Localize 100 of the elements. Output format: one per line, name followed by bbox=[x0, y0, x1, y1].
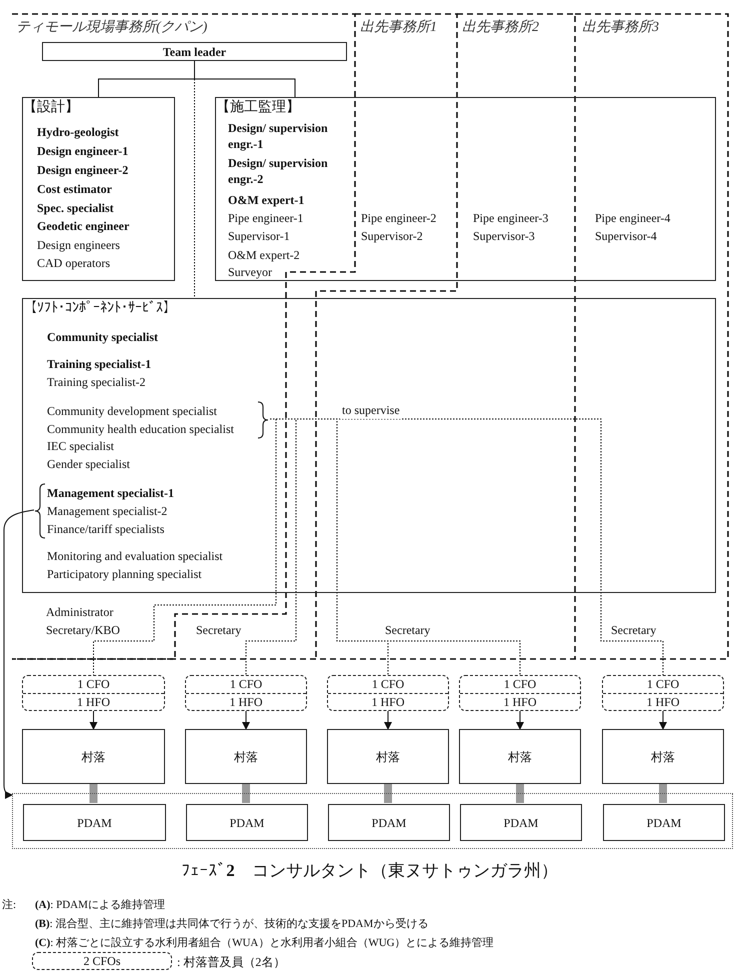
section-heading: 【ｿﾌﾄ･ｺﾝﾎﾟｰﾈﾝﾄ･ｻｰﾋﾞｽ】 bbox=[23, 301, 177, 317]
role-label: Spec. specialist bbox=[37, 200, 114, 216]
officer-count: 1 CFO bbox=[603, 676, 723, 694]
role-label: Secretary/KBO bbox=[46, 622, 120, 639]
role-label: Pipe engineer-4 bbox=[595, 210, 670, 226]
officer-count: 1 CFO bbox=[328, 676, 448, 694]
arrow bbox=[384, 710, 392, 730]
role-label: Supervisor-1 bbox=[228, 228, 290, 244]
group-frame bbox=[12, 793, 733, 849]
note-text: 注: bbox=[2, 898, 16, 913]
section-box bbox=[215, 97, 716, 281]
role-label: Finance/tariff specialists bbox=[47, 521, 164, 537]
officer-count: 1 HFO bbox=[228, 694, 264, 710]
village-box bbox=[327, 729, 449, 784]
village-box bbox=[22, 729, 165, 784]
role-label: Secretary bbox=[196, 622, 242, 639]
thick-link bbox=[384, 784, 392, 803]
role-label: Community development specialist bbox=[47, 403, 217, 419]
box-label: 村落 bbox=[376, 748, 400, 766]
note-text: (A): PDAMによる維持管理 bbox=[35, 898, 165, 913]
role-group bbox=[45, 401, 271, 439]
officer-count: 2 CFOs bbox=[82, 953, 122, 969]
officer-count: 1 HFO bbox=[502, 694, 538, 710]
box-label: Team leader bbox=[162, 44, 226, 60]
box-label: 村落 bbox=[82, 748, 106, 766]
role-box bbox=[42, 42, 347, 61]
arrow bbox=[242, 710, 250, 730]
dotted-connector bbox=[246, 418, 296, 676]
role-label: IEC specialist bbox=[47, 438, 114, 454]
role-label: Management specialist-1 bbox=[47, 485, 174, 501]
thick-link bbox=[242, 784, 250, 803]
field-officer-box bbox=[459, 675, 581, 711]
role-label: Community specialist bbox=[47, 329, 158, 345]
role-label: O&M expert-1 bbox=[228, 192, 304, 208]
thick-link bbox=[90, 784, 98, 803]
role-label: Design engineers bbox=[37, 237, 120, 253]
pdam-box bbox=[328, 804, 450, 841]
role-label: Surveyor bbox=[228, 264, 272, 280]
box-label: 村落 bbox=[508, 748, 532, 766]
note-text: (B): 混合型、主に維持管理は共同体で行うが、技術的な支援をPDAMから受ける bbox=[35, 916, 428, 932]
role-label: Pipe engineer-1 bbox=[228, 210, 304, 226]
field-officer-box bbox=[602, 675, 724, 711]
section-heading: 【施工監理】 bbox=[216, 100, 300, 116]
dotted-connector bbox=[93, 418, 276, 676]
section-box bbox=[22, 97, 175, 281]
arrow bbox=[516, 710, 524, 730]
role-label: Geodetic engineer bbox=[37, 218, 130, 234]
role-label: Administrator bbox=[46, 604, 114, 621]
role-label: Pipe engineer-2 bbox=[361, 210, 436, 226]
pdam-box bbox=[186, 804, 308, 841]
role-label: Supervisor-4 bbox=[595, 228, 657, 244]
dotted-connector bbox=[194, 60, 195, 298]
box-label: 村落 bbox=[651, 748, 675, 766]
officer-count: 1 CFO bbox=[23, 676, 164, 694]
role-label: Hydro-geologist bbox=[37, 124, 119, 140]
role-label: Supervisor-2 bbox=[361, 228, 423, 244]
role-label: Supervisor-3 bbox=[473, 228, 535, 244]
officer-count: 1 CFO bbox=[186, 676, 306, 694]
officer-count: 1 CFO bbox=[460, 676, 580, 694]
role-label: CAD operators bbox=[37, 255, 110, 271]
box-label: 村落 bbox=[234, 748, 258, 766]
note-text: (C): 村落ごとに設立する水利用者組合（WUA）と水利用者小組合（WUG）とによる維持管理 bbox=[35, 936, 494, 951]
field-officer-box bbox=[22, 675, 165, 711]
box-label: PDAM bbox=[504, 814, 538, 832]
officer-count: 1 HFO bbox=[370, 694, 406, 710]
thick-link bbox=[516, 784, 524, 803]
role-label: O&M expert-2 bbox=[228, 247, 300, 263]
role-label: Design/ supervision engr.-1 bbox=[228, 120, 329, 152]
role-label: Participatory planning specialist bbox=[47, 566, 202, 582]
legend-text: : 村落普及員（2名） bbox=[177, 954, 286, 971]
pdam-box bbox=[603, 804, 725, 841]
role-label: Management specialist-2 bbox=[47, 503, 168, 519]
role-label: Monitoring and evaluation specialist bbox=[47, 548, 223, 564]
village-box bbox=[602, 729, 724, 784]
box-label: PDAM bbox=[646, 814, 682, 832]
arrow bbox=[90, 710, 98, 730]
field-officer-box bbox=[327, 675, 449, 711]
role-label: Design engineer-2 bbox=[37, 162, 128, 178]
role-label: Design engineer-1 bbox=[37, 143, 128, 159]
arrow bbox=[659, 710, 667, 730]
section-heading: 【設計】 bbox=[23, 100, 79, 116]
officer-count: 1 HFO bbox=[645, 694, 680, 710]
role-label: Gender specialist bbox=[47, 456, 130, 472]
arrow bbox=[4, 510, 34, 799]
role-label: Community health education specialist bbox=[47, 421, 234, 437]
box-label: PDAM bbox=[77, 814, 112, 832]
pdam-box bbox=[460, 804, 582, 841]
role-label: Design/ supervision engr.-2 bbox=[228, 155, 329, 187]
role-label: Secretary bbox=[611, 622, 656, 639]
thick-link bbox=[659, 784, 667, 803]
pdam-box bbox=[23, 804, 166, 841]
field-officer-box bbox=[185, 675, 307, 711]
officer-count: 1 HFO bbox=[76, 694, 111, 710]
village-box bbox=[185, 729, 307, 784]
role-label: Cost estimator bbox=[37, 181, 112, 197]
role-label: Secretary bbox=[385, 622, 430, 639]
box-label: PDAM bbox=[372, 814, 406, 832]
role-label: Training specialist-2 bbox=[47, 374, 146, 390]
section-box bbox=[22, 298, 716, 593]
role-label: Training specialist-1 bbox=[47, 356, 152, 372]
